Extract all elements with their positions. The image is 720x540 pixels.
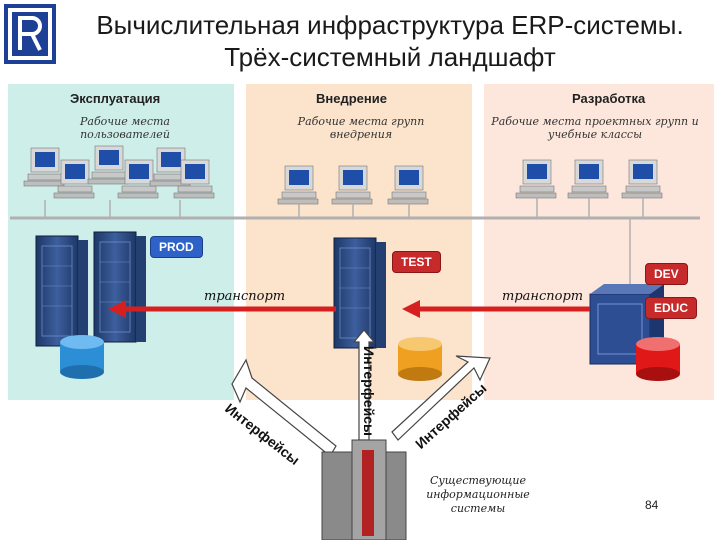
transport-label-right: транспорт	[502, 289, 584, 304]
zone-ops-label: Эксплуатация	[70, 91, 161, 106]
db-dev	[636, 337, 680, 381]
test-tag: TEST	[392, 251, 441, 273]
interface-arrow-left	[231, 358, 337, 457]
page-title-line1: Вычислительная инфраструктура ERP-систем…	[96, 10, 684, 40]
educ-tag: EDUC	[645, 297, 698, 319]
zone-impl-sub: Рабочие места групп внедрения	[297, 115, 425, 141]
test-server	[333, 237, 387, 349]
zone-ops-sub: Рабочие места пользователей	[79, 115, 170, 141]
workstations-ops	[23, 145, 215, 199]
existing-systems-server	[321, 439, 407, 540]
transport-label-left: транспорт	[204, 289, 286, 304]
hse-logo	[4, 4, 56, 64]
page-number: 84	[645, 498, 659, 512]
transport-arrow-right	[402, 300, 590, 318]
workstations-impl	[277, 165, 429, 205]
interfaces-label-center: Интерфейсы	[361, 346, 377, 436]
interface-arrow-right	[391, 355, 491, 441]
page-title-line2: Трёх-системный ландшафт	[224, 42, 556, 72]
prod-server-2	[93, 231, 147, 343]
db-prod	[60, 335, 104, 379]
prod-tag: PROD	[150, 236, 203, 258]
workstations-dev	[515, 159, 663, 199]
interface-arrow-center	[352, 329, 376, 441]
transport-arrow-left	[108, 300, 336, 318]
zone-dev-sub: Рабочие места проектных групп и учебные …	[491, 115, 699, 141]
zone-dev-label: Разработка	[572, 91, 646, 106]
zone-impl-label: Внедрение	[316, 91, 387, 106]
prod-server-1	[35, 235, 89, 347]
existing-systems-label: Существующие информационные системы	[426, 474, 530, 515]
db-test	[398, 337, 442, 381]
dev-tag: DEV	[645, 263, 688, 285]
